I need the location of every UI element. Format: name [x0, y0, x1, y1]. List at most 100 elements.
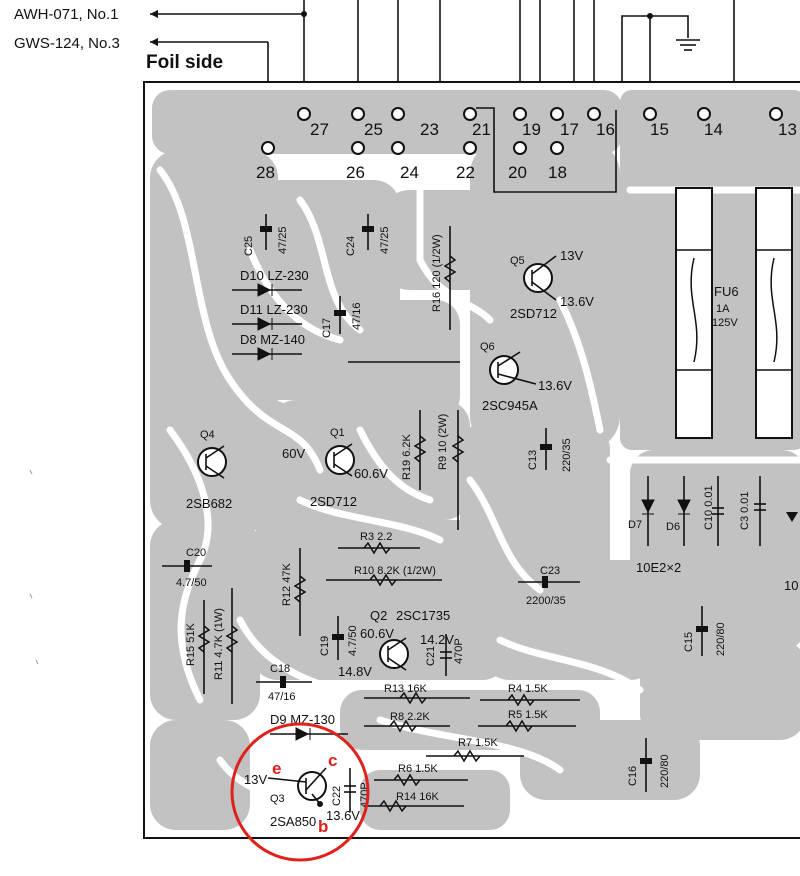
c3-capacitor: C3 0.01	[739, 476, 798, 546]
r5-label: R5 1.5K	[508, 709, 548, 721]
c13-label: C13	[527, 450, 539, 470]
c15-capacitor: C15 220/80	[683, 606, 727, 656]
c21-label: C21	[425, 646, 437, 666]
c20-value: 4.7/50	[176, 577, 207, 589]
r12-label: R12 47K	[281, 563, 293, 606]
jumper-wire	[476, 107, 617, 193]
collector-marker: c	[328, 751, 337, 770]
r3-resistor: R3 2.2	[338, 531, 420, 555]
r10-label: R10 8.2K (1/2W)	[354, 565, 436, 577]
q3-voltage-base: 13.6V	[326, 808, 360, 823]
q1-voltage-base: 60V	[282, 446, 305, 461]
q6-label: Q6	[480, 341, 495, 353]
r8-label: R8 2.2K	[390, 711, 430, 723]
c24-capacitor: C24 47/25	[345, 214, 391, 256]
c25-value: 47/25	[277, 226, 289, 254]
r13-resistor: R13 16K	[364, 683, 470, 705]
pin-28: 28	[256, 163, 275, 182]
r6-resistor: R6 1.5K	[374, 763, 468, 787]
margin-marks	[29, 469, 39, 665]
pin-27: 27	[310, 120, 329, 139]
c17-label: C17	[321, 318, 333, 338]
header-references: AWH-071, No.1 GWS-124, No.3 Foil side	[14, 6, 307, 73]
pin-22: 22	[456, 163, 475, 182]
d6-label: D6	[666, 521, 680, 533]
pin-20: 20	[508, 163, 527, 182]
q6-type: 2SC945A	[482, 398, 538, 413]
c16-value: 220/80	[659, 754, 671, 788]
c18-capacitor: C18 47/16	[256, 663, 312, 703]
copper-traces	[150, 90, 800, 830]
q6-transistor: Q6 13.6V 2SC945A	[480, 341, 572, 413]
q5-type: 2SD712	[510, 306, 557, 321]
r14-resistor: R14 16K	[364, 791, 464, 813]
r15-resistor: R15 51K	[185, 600, 211, 694]
c25-label: C25	[243, 236, 255, 256]
q5-transistor: Q5 13V 13.6V 2SD712	[510, 248, 594, 321]
pin-21: 21	[472, 120, 491, 139]
r11-label: R11 4.7K (1W)	[213, 608, 225, 680]
d11-diode: D11 LZ-230	[232, 302, 308, 331]
q5-label: Q5	[510, 255, 525, 267]
c10-label: C10 0.01	[703, 485, 715, 530]
c24-label: C24	[345, 236, 357, 256]
q1-transistor: Q1 60V 60.6V 2SD712	[282, 427, 388, 509]
r15-label: R15 51K	[185, 623, 197, 666]
emitter-marker: e	[272, 759, 281, 778]
r13-label: R13 16K	[384, 683, 427, 695]
c20-label: C20	[186, 547, 206, 559]
highlight-annotation: e c b	[230, 722, 370, 862]
r7-resistor: R7 1.5K	[426, 737, 524, 763]
q4-transistor: Q4 2SB682	[186, 429, 232, 511]
r4-resistor: R4 1.5K	[480, 683, 580, 707]
pin-26: 26	[346, 163, 365, 182]
r19-label: R19 6.2K	[401, 433, 413, 480]
q4-label: Q4	[200, 429, 215, 441]
q3-type: 2SA850	[270, 814, 316, 829]
fuse-fu6: FU6 1A 125V	[675, 187, 739, 439]
c21-value: 470P	[453, 638, 465, 664]
d7-label: D7	[628, 519, 642, 531]
pin-numbers-top: 27 25 23 21 19 17 16 15 14 13	[310, 120, 797, 139]
foil-side-title: Foil side	[146, 52, 223, 73]
q3-transistor: 13V Q3 2SA850 13.6V	[244, 767, 360, 829]
q1-type: 2SD712	[310, 494, 357, 509]
q5-voltage-emitter: 13.6V	[560, 294, 594, 309]
r4-label: R4 1.5K	[508, 683, 548, 695]
fu6-rating-amps: 1A	[716, 303, 730, 315]
diode-ref: 10E2×2	[636, 560, 681, 575]
c20-capacitor: C20 4.7/50	[162, 547, 212, 589]
c22-label: C22	[331, 786, 343, 806]
q2-label: Q2	[370, 608, 387, 623]
r6-label: R6 1.5K	[398, 763, 438, 775]
pin-14: 14	[704, 120, 723, 139]
edge-label: 10	[784, 578, 798, 593]
q2-type: 2SC1735	[396, 608, 450, 623]
pin-15: 15	[650, 120, 669, 139]
pin-numbers-bottom: 28 26 24 22 20 18	[256, 163, 567, 182]
c24-value: 47/25	[379, 226, 391, 254]
d11-label: D11 LZ-230	[240, 302, 308, 317]
q1-label: Q1	[330, 427, 345, 439]
pin-16: 16	[596, 120, 615, 139]
pin-13: 13	[778, 120, 797, 139]
c19-label: C19	[319, 636, 331, 656]
q5-voltage-collector: 13V	[560, 248, 583, 263]
pin-25: 25	[364, 120, 383, 139]
ref-gws-124: GWS-124, No.3	[14, 35, 120, 52]
r3-label: R3 2.2	[360, 531, 392, 543]
c23-value: 2200/35	[526, 595, 566, 607]
d7-diode: D7	[628, 476, 655, 546]
pin-24: 24	[400, 163, 419, 182]
q2-voltage-base: 14.2V	[420, 632, 454, 647]
c3-label: C3 0.01	[739, 491, 751, 530]
c21-capacitor: C21 470P	[425, 634, 465, 676]
c15-value: 220/80	[715, 622, 727, 656]
c23-label: C23	[540, 565, 560, 577]
pin-18: 18	[548, 163, 567, 182]
r19-resistor: R19 6.2K	[401, 410, 427, 490]
r14-label: R14 16K	[396, 791, 439, 803]
r16-resistor: R16 120 (1/2W)	[431, 226, 457, 330]
q1-voltage-emitter: 60.6V	[354, 466, 388, 481]
